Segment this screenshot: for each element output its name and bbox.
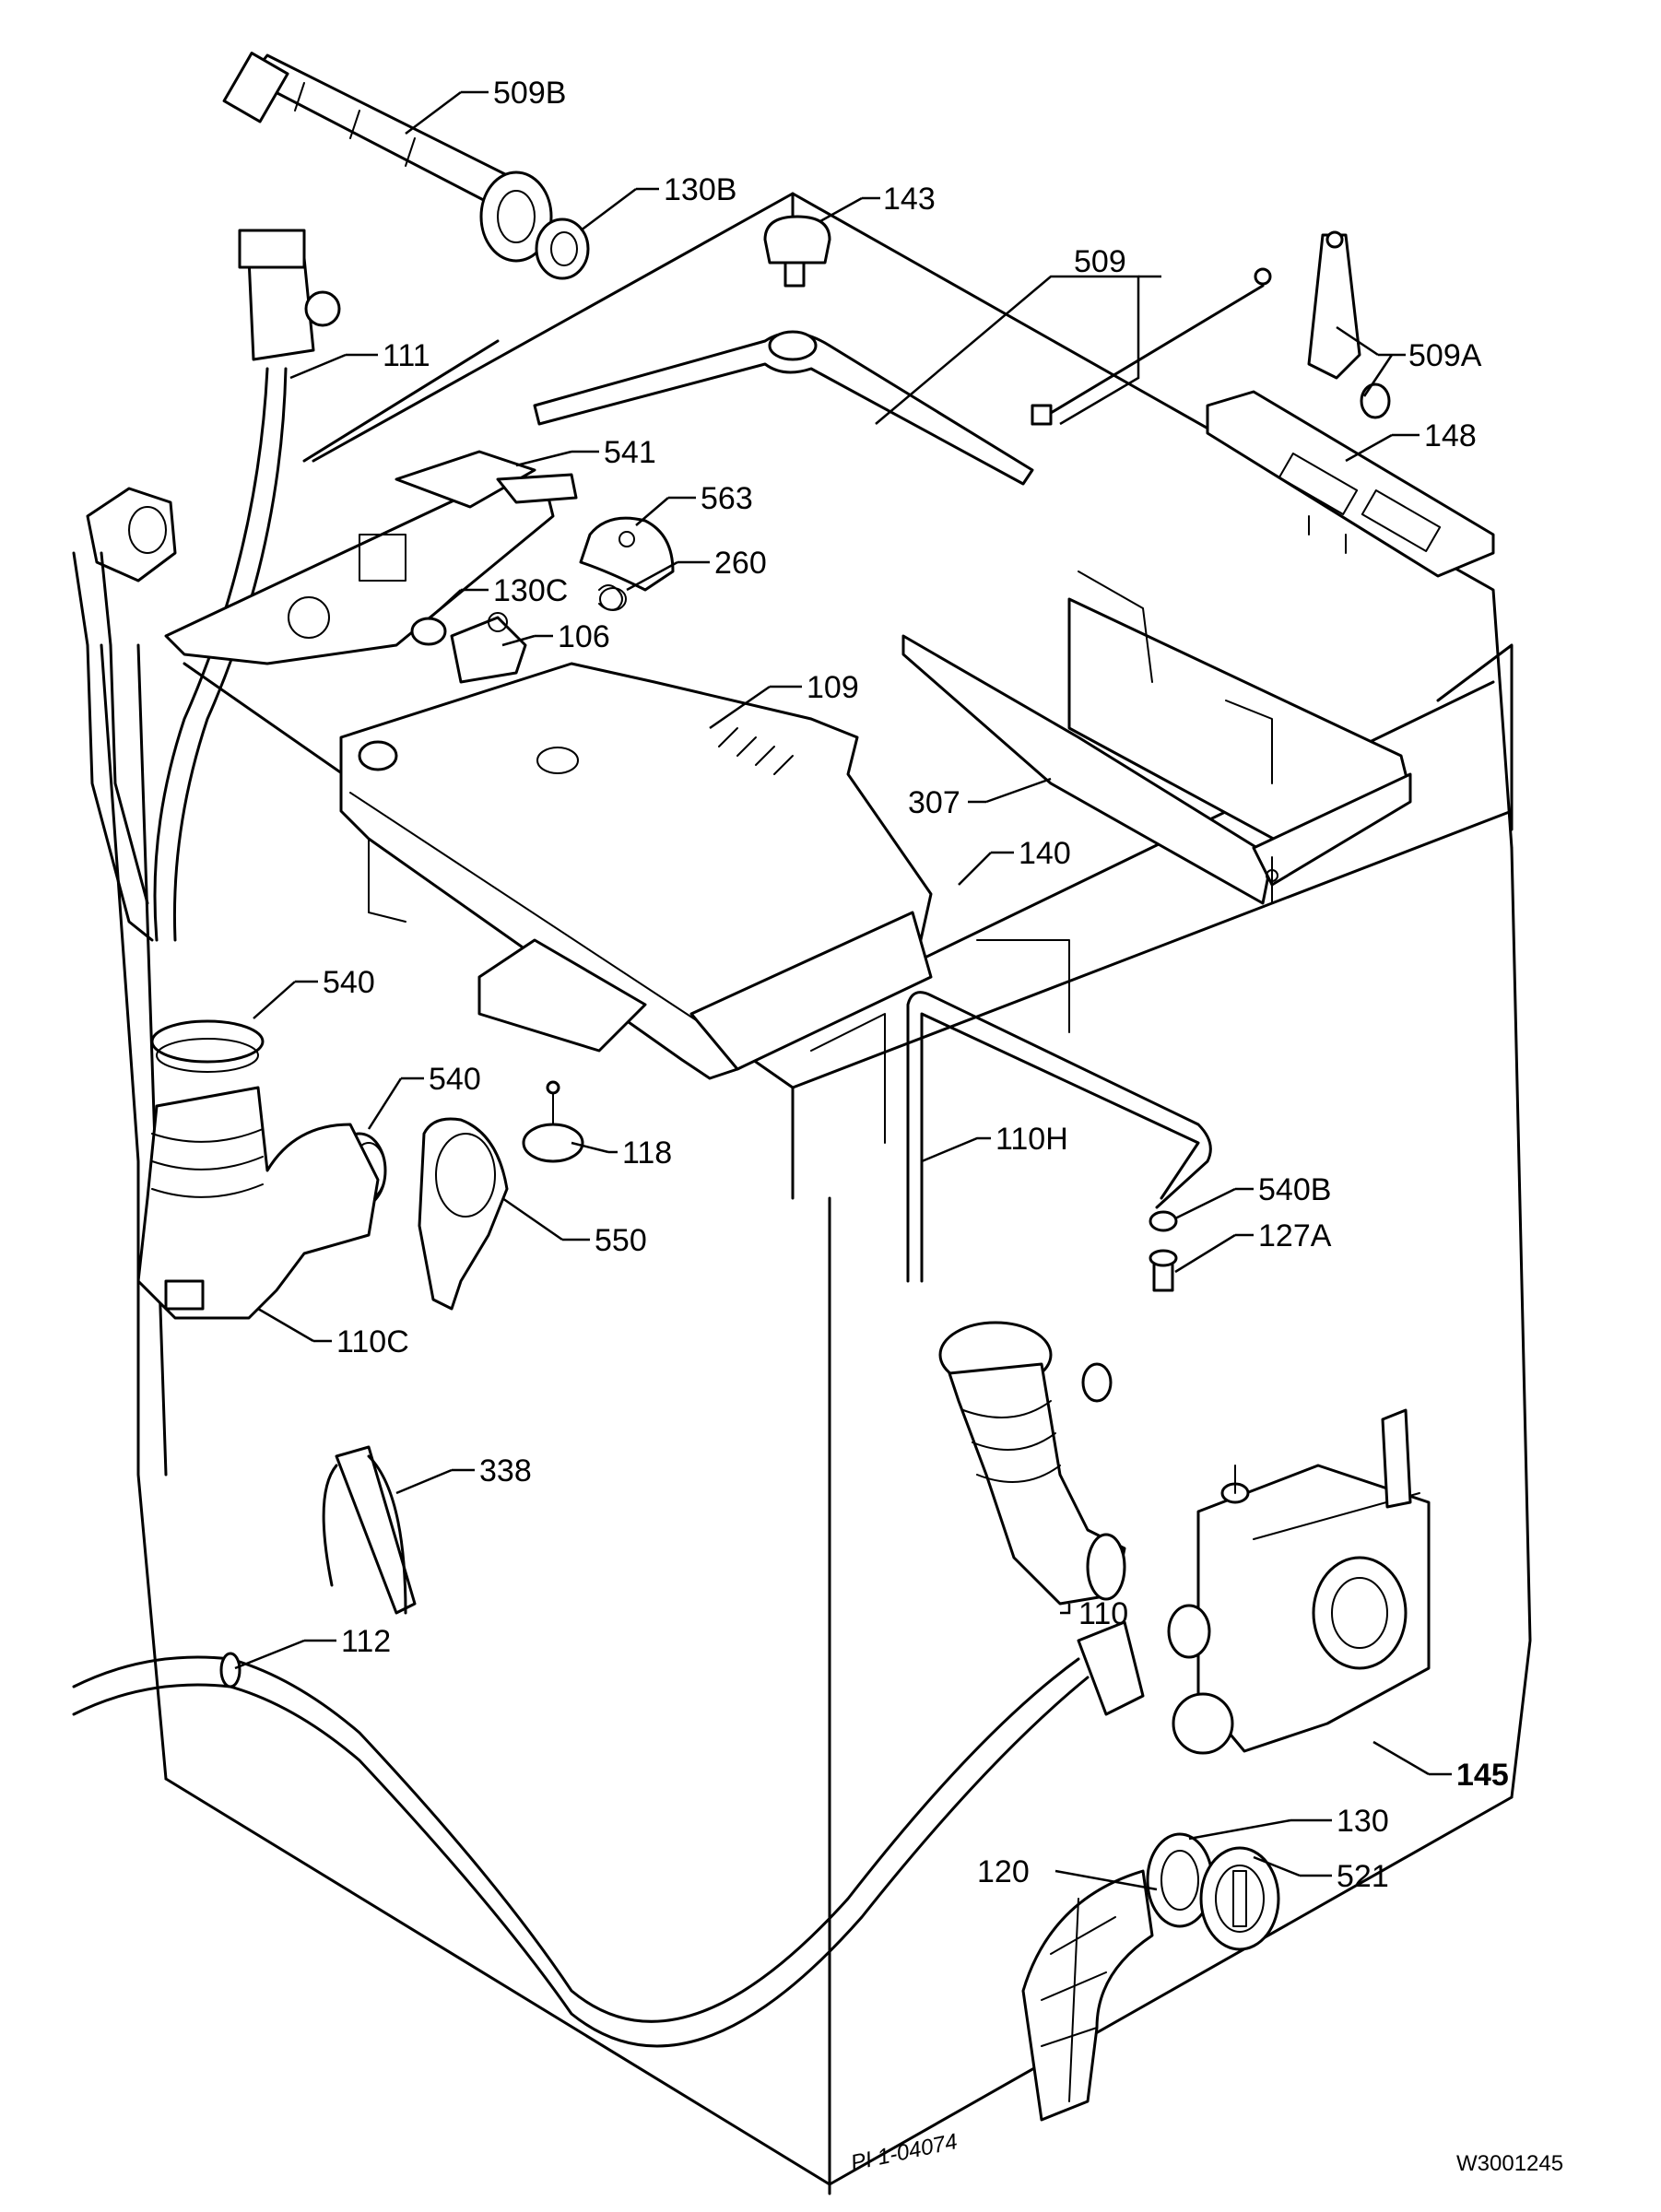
- label-509: 509: [1074, 244, 1126, 279]
- handwritten-note: PI 1-04074: [849, 2129, 960, 2176]
- label-509b: 509B: [493, 76, 566, 111]
- part-106-valve: [410, 612, 527, 684]
- part-148-switch-housing: [1206, 390, 1495, 578]
- part-127a-nozzle: [1149, 1249, 1178, 1292]
- label-109: 109: [807, 670, 859, 705]
- part-540-clamp-upper: [150, 1019, 265, 1073]
- label-550: 550: [595, 1223, 647, 1258]
- part-541-bracket: [164, 450, 578, 665]
- label-130c: 130C: [493, 573, 568, 608]
- part-509-lever: [533, 267, 1272, 486]
- label-140: 140: [1019, 836, 1071, 871]
- label-130b: 130B: [664, 172, 736, 207]
- part-109-dispenser-housing: [339, 662, 933, 1080]
- label-509a: 509A: [1408, 338, 1482, 373]
- label-110c: 110C: [336, 1324, 409, 1359]
- label-118: 118: [622, 1135, 672, 1171]
- part-260-spring: [598, 584, 627, 611]
- part-110-elbow-hose: [938, 1321, 1126, 1606]
- part-left-inlet-hose: [72, 487, 177, 942]
- part-563-cover: [579, 516, 675, 592]
- part-307-drawer: [901, 571, 1412, 905]
- label-307: 307: [908, 785, 960, 820]
- label-112: 112: [341, 1624, 391, 1659]
- label-110h: 110H: [995, 1122, 1068, 1157]
- part-111-inlet-hose: [153, 229, 341, 942]
- part-509b-inlet-pipe: [222, 52, 553, 263]
- part-143-knob: [763, 215, 831, 288]
- part-118-impeller: [522, 1080, 584, 1163]
- drawing-code: W3001245: [1456, 2151, 1563, 2176]
- cabinet-outline: [100, 192, 1532, 2195]
- label-521: 521: [1337, 1859, 1389, 1894]
- label-145: 145: [1456, 1758, 1509, 1793]
- label-110: 110: [1078, 1596, 1128, 1631]
- part-120-filter: [1021, 1869, 1154, 2122]
- label-540-upper: 540: [323, 965, 375, 1000]
- label-260: 260: [714, 546, 767, 581]
- label-541: 541: [604, 435, 656, 470]
- part-540b-clip: [1149, 1210, 1178, 1232]
- label-130: 130: [1337, 1804, 1389, 1839]
- part-112-drain-hose: [72, 1620, 1145, 2048]
- label-338: 338: [479, 1453, 532, 1488]
- label-143: 143: [883, 182, 936, 217]
- label-540-lower: 540: [429, 1062, 481, 1097]
- part-145-pump: [1167, 1408, 1431, 1755]
- part-550-filter: [418, 1117, 509, 1311]
- label-120: 120: [977, 1854, 1030, 1889]
- part-509a-lever: [1307, 230, 1391, 419]
- label-563: 563: [701, 481, 753, 516]
- part-110c-sump: [136, 1086, 380, 1320]
- label-540b: 540B: [1258, 1172, 1331, 1207]
- label-148: 148: [1424, 418, 1477, 453]
- part-110h-tube: [906, 991, 1212, 1283]
- part-338-hose-guide: [322, 1445, 417, 1615]
- leader-lines: [234, 90, 1452, 1891]
- label-111: 111: [383, 338, 430, 373]
- part-labels: 509B 130B 143 509 509A 111 148 541 563 2…: [323, 76, 1509, 1894]
- part-130b-gasket: [535, 218, 590, 280]
- label-106: 106: [558, 619, 610, 654]
- label-127a: 127A: [1258, 1218, 1332, 1253]
- part-521-cap: [1199, 1846, 1280, 1951]
